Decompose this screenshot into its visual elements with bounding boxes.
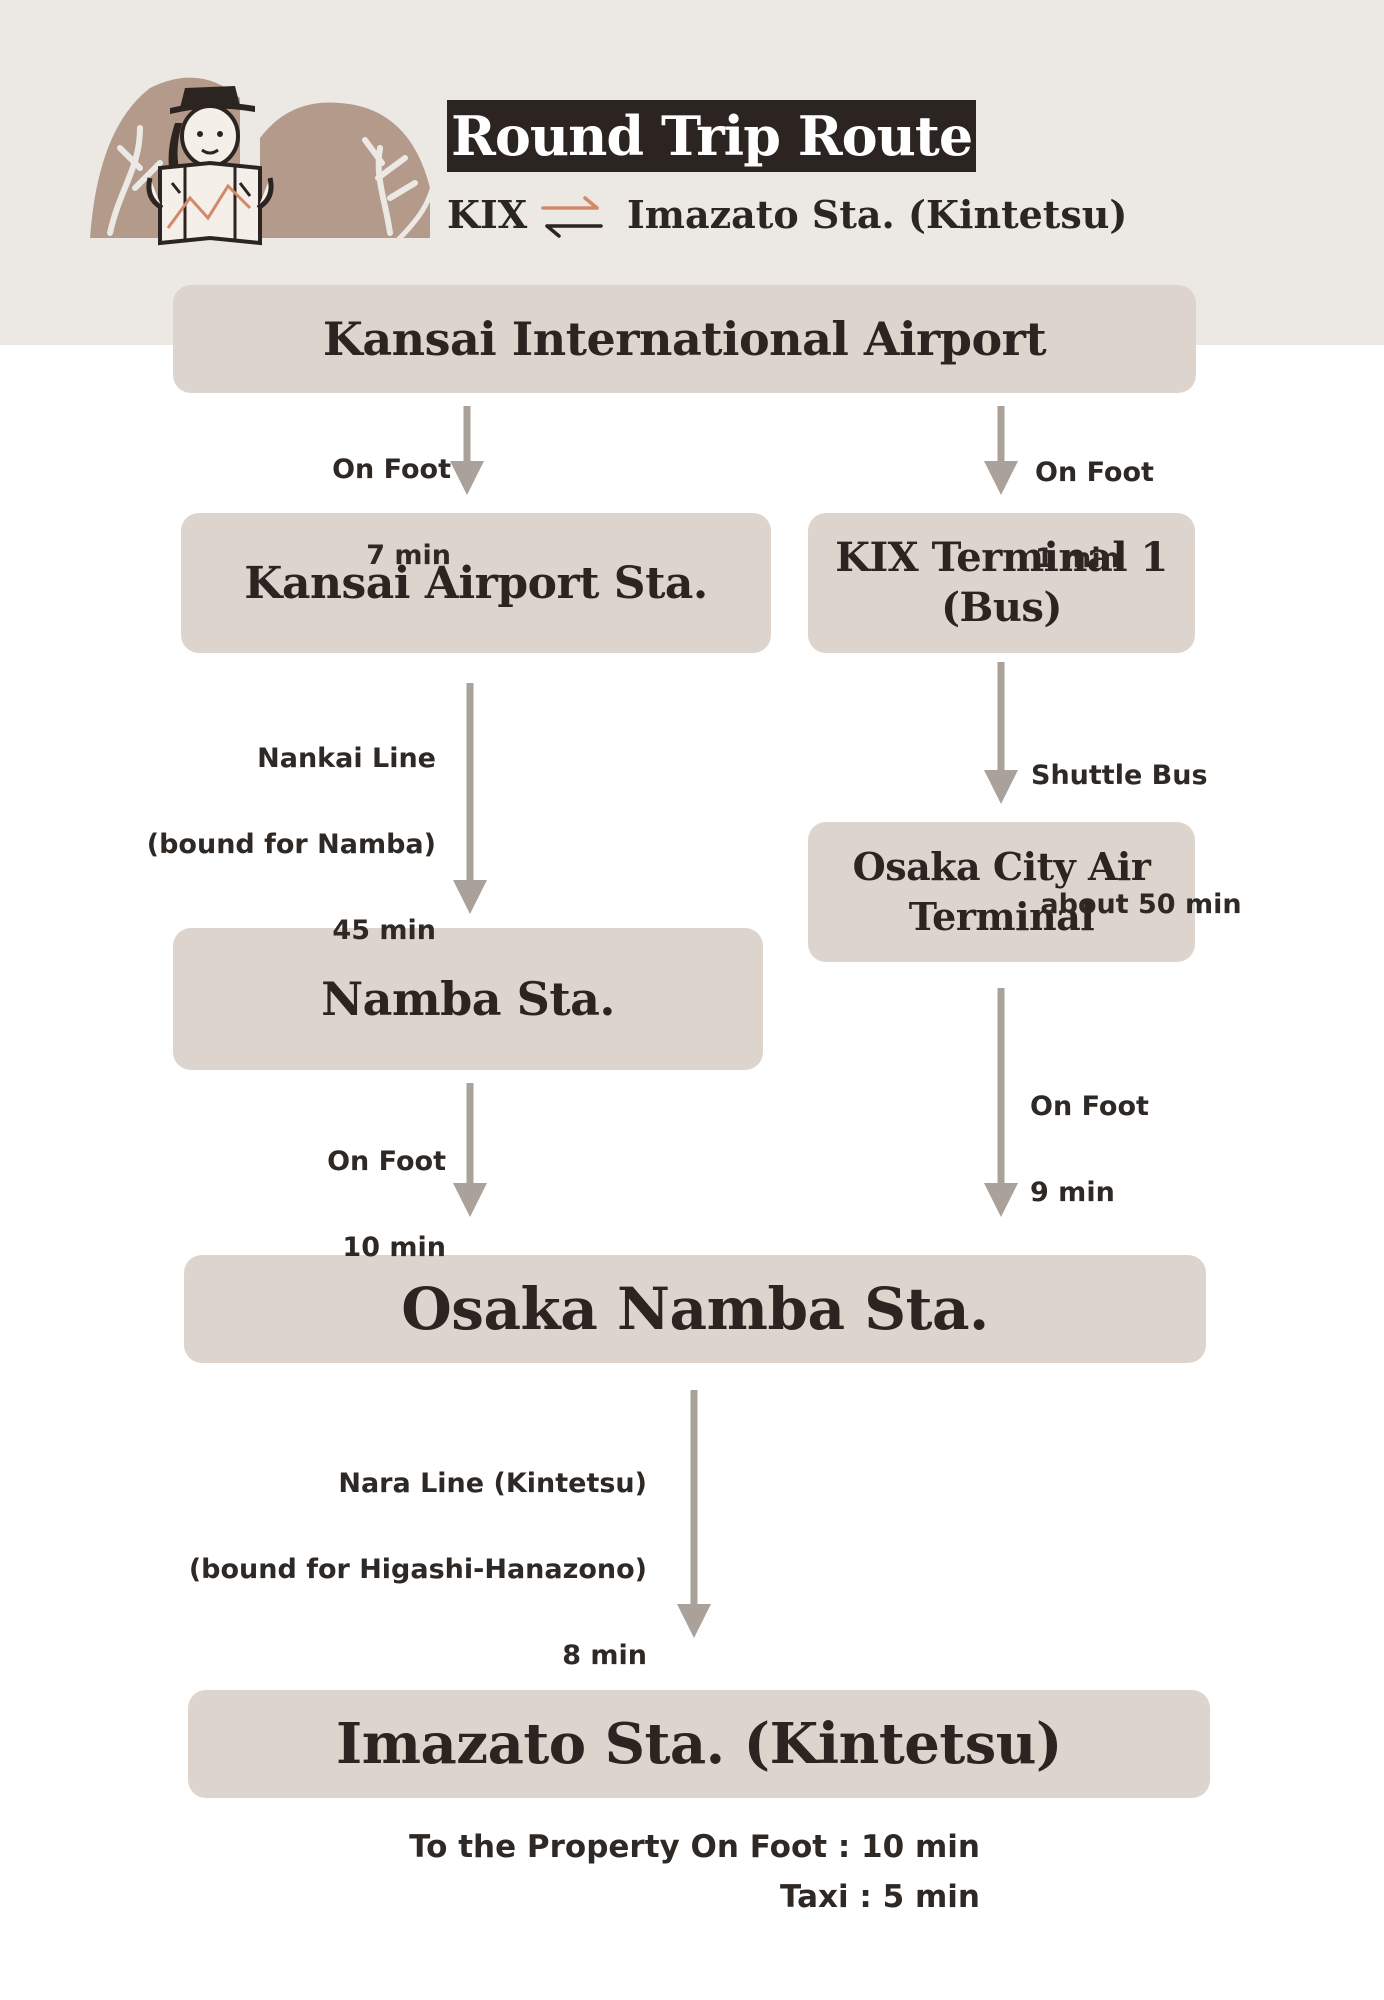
station-osaka-namba-sta: Osaka Namba Sta. bbox=[184, 1255, 1206, 1363]
leg-duration: 8 min bbox=[562, 1640, 647, 1671]
station-label-line-1: Osaka City Air bbox=[852, 844, 1151, 889]
route-destination: Imazato Sta. (Kintetsu) bbox=[627, 192, 1128, 237]
leg-duration: 45 min bbox=[332, 915, 436, 946]
station-label: Osaka Namba Sta. bbox=[401, 1275, 989, 1343]
final-access-note: To the Property On Foot : 10 min Taxi : … bbox=[409, 1822, 980, 1922]
leg-label-terminal-to-ocat: Shuttle Bus about 50 min bbox=[1031, 668, 1242, 969]
arrow-kix-to-kansai-sta bbox=[450, 406, 484, 495]
leg-mode: On Foot bbox=[1035, 457, 1154, 488]
station-label: Imazato Sta. (Kintetsu) bbox=[336, 1711, 1062, 1777]
leg-duration: 1 min bbox=[1035, 543, 1120, 574]
leg-label-namba-to-osaka-namba: On Foot 10 min bbox=[327, 1097, 446, 1312]
arrow-kansai-to-namba bbox=[453, 683, 487, 914]
leg-duration: 7 min bbox=[366, 540, 451, 571]
arrow-ocat-to-osaka-namba bbox=[984, 988, 1018, 1217]
station-namba-sta: Namba Sta. bbox=[173, 928, 763, 1070]
route-origin: KIX bbox=[447, 192, 528, 237]
leg-label-ocat-to-osaka-namba: On Foot 9 min bbox=[1030, 1042, 1149, 1257]
leg-label-kix-to-kansai-sta: On Foot 7 min bbox=[332, 405, 451, 620]
station-label: Namba Sta. bbox=[321, 972, 615, 1026]
arrow-kix-to-terminal bbox=[984, 406, 1018, 495]
arrow-osaka-namba-to-imazato bbox=[677, 1390, 711, 1638]
leg-duration: about 50 min bbox=[1031, 889, 1242, 920]
leg-mode: On Foot bbox=[332, 454, 451, 485]
taxi-time: Taxi : 5 min bbox=[779, 1879, 980, 1915]
arrow-terminal-to-ocat bbox=[984, 662, 1018, 804]
station-imazato-sta: Imazato Sta. (Kintetsu) bbox=[188, 1690, 1210, 1798]
station-kansai-international-airport: Kansai International Airport bbox=[173, 285, 1196, 393]
leg-label-kansai-to-namba: Nankai Line (bound for Namba) 45 min bbox=[147, 694, 436, 995]
property-walk-time: To the Property On Foot : 10 min bbox=[409, 1829, 980, 1865]
leg-mode: On Foot bbox=[1030, 1091, 1149, 1122]
station-label-line-1: KIX Terminal 1 bbox=[835, 534, 1168, 581]
station-label: Kansai International Airport bbox=[322, 312, 1047, 366]
arrow-namba-to-osaka-namba bbox=[453, 1083, 487, 1217]
station-kansai-airport-sta: Kansai Airport Sta. bbox=[181, 513, 771, 653]
leg-mode: Nankai Line bbox=[257, 743, 436, 774]
leg-direction: (bound for Namba) bbox=[146, 829, 436, 860]
station-label-line-2: Terminal bbox=[908, 894, 1095, 939]
station-kix-terminal-1: KIX Terminal 1 (Bus) bbox=[808, 513, 1195, 653]
leg-mode: On Foot bbox=[327, 1146, 446, 1177]
page-title: Round Trip Route bbox=[447, 100, 977, 172]
station-osaka-city-air-terminal: Osaka City Air Terminal bbox=[808, 822, 1195, 962]
leg-mode: Shuttle Bus bbox=[1031, 760, 1208, 791]
round-trip-arrows-icon bbox=[541, 196, 603, 238]
leg-duration: 9 min bbox=[1030, 1177, 1115, 1208]
station-label-line-2: (Bus) bbox=[941, 584, 1062, 631]
leg-label-osaka-namba-to-imazato: Nara Line (Kintetsu) (bound for Higashi-… bbox=[189, 1419, 647, 1720]
leg-label-kix-to-terminal: On Foot 1 min bbox=[1035, 408, 1154, 623]
traveler-with-map-illustration bbox=[90, 77, 435, 246]
leg-duration: 10 min bbox=[342, 1232, 446, 1263]
station-label: Kansai Airport Sta. bbox=[244, 557, 708, 609]
leg-direction: (bound for Higashi-Hanazono) bbox=[188, 1554, 647, 1585]
leg-mode: Nara Line (Kintetsu) bbox=[338, 1468, 647, 1499]
